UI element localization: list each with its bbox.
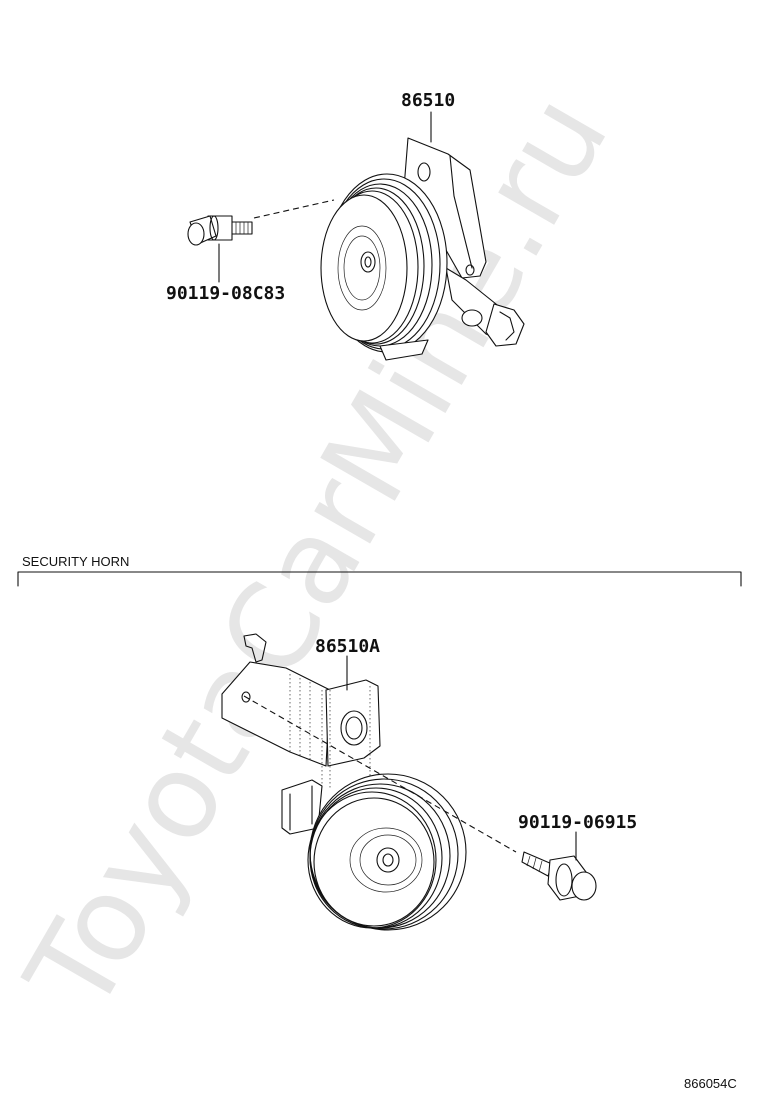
section-title-security-horn: SECURITY HORN xyxy=(22,554,129,569)
horn-assembly-upper xyxy=(187,111,525,361)
bolt-upper xyxy=(187,215,253,246)
part-number-90119-08C83[interactable]: 90119-08C83 xyxy=(166,283,285,304)
part-number-86510[interactable]: 86510 xyxy=(401,90,455,111)
part-number-86510A[interactable]: 86510A xyxy=(315,636,380,657)
horn-body-security xyxy=(307,773,467,931)
horn-bracket-security xyxy=(221,633,381,790)
part-number-90119-06915[interactable]: 90119-06915 xyxy=(518,812,637,833)
section-bracket-line xyxy=(17,571,742,587)
bolt-guide-line-upper xyxy=(253,199,335,219)
illustration-code: 866054C xyxy=(684,1076,737,1091)
horn-assembly-security xyxy=(221,633,597,931)
horn-body-upper xyxy=(320,173,448,361)
bolt-security xyxy=(521,851,597,901)
bolt-guide-line-security xyxy=(243,695,517,853)
